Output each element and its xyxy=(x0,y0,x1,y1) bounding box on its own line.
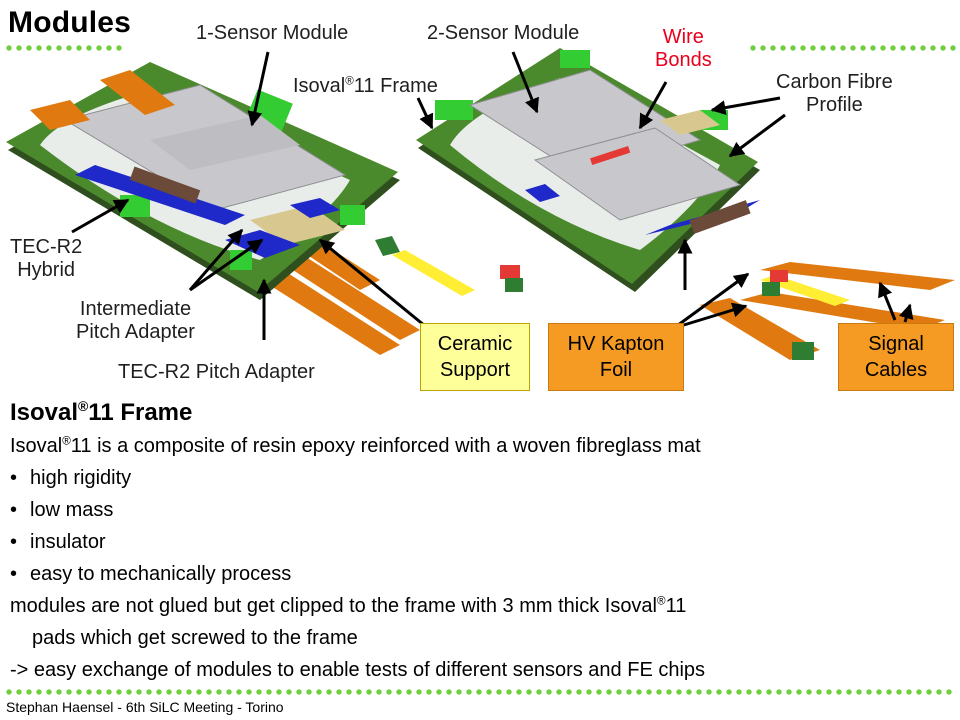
label-isoval-frame: Isoval®11 Frame xyxy=(293,74,438,97)
exchange-paragraph: -> easy exchange of modules to enable te… xyxy=(10,659,706,681)
right-module xyxy=(416,48,955,360)
label-2-sensor-module: 2-Sensor Module xyxy=(427,22,580,44)
label-tec-r2-pitch-adapter: TEC-R2 Pitch Adapter xyxy=(118,361,315,383)
module-diagram xyxy=(6,48,955,360)
bullet-item: •low mass xyxy=(10,499,114,521)
annotation-arrows xyxy=(71,51,914,340)
footer-text: Stephan Haensel - 6th SiLC Meeting - Tor… xyxy=(6,699,284,715)
bullet-item: •easy to mechanically process xyxy=(10,563,292,585)
bottom-divider xyxy=(4,688,956,696)
clip-paragraph: modules are not glued but get clipped to… xyxy=(10,594,687,617)
section-heading: Isoval®11 Frame xyxy=(10,398,193,426)
top-divider-left xyxy=(4,44,124,52)
content-body: Isoval®11 Frame Isoval®11 is a composite… xyxy=(10,396,955,686)
bullet-item: •insulator xyxy=(10,531,106,553)
bullet-item: •high rigidity xyxy=(10,467,132,489)
intro-paragraph: Isoval®11 is a composite of resin epoxy … xyxy=(10,434,701,457)
clip-paragraph-continued: pads which get screwed to the frame xyxy=(32,627,358,649)
top-divider-right xyxy=(748,44,956,52)
label-1-sensor-module: 1-Sensor Module xyxy=(196,22,349,44)
slide-title: Modules xyxy=(8,6,132,39)
